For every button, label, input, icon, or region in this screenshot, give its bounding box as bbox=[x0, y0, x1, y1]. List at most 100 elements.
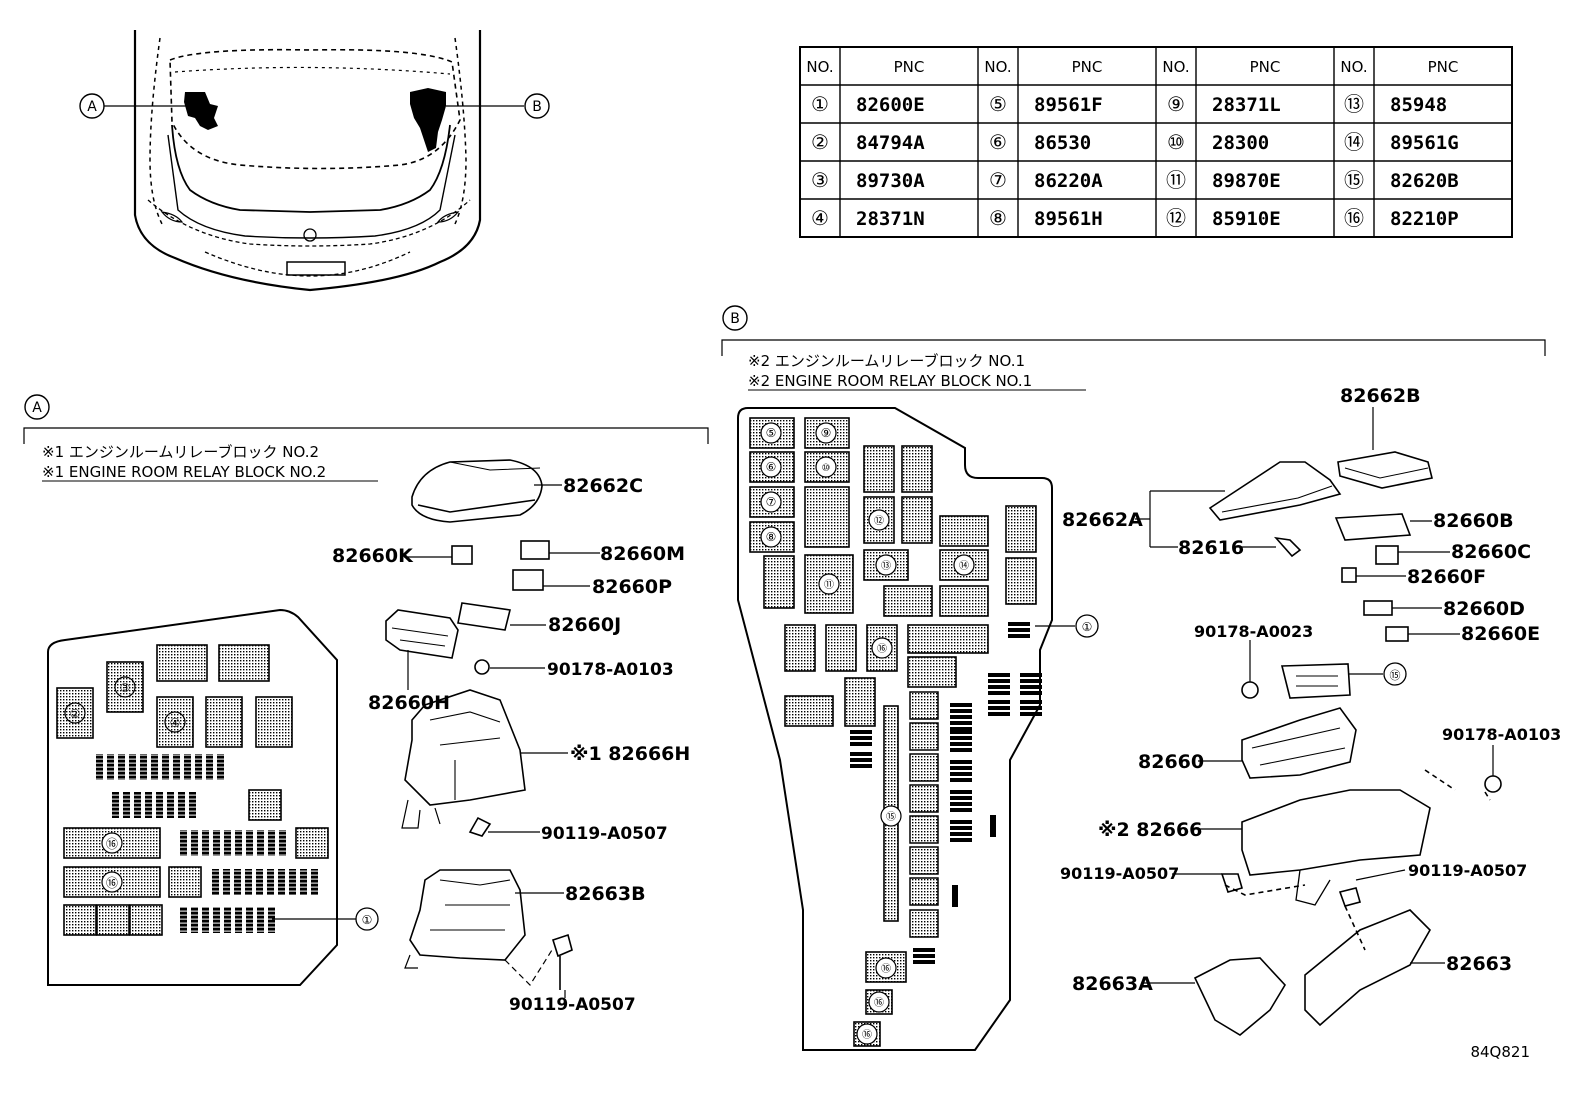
fuse-label-10: ⑩ bbox=[822, 463, 831, 474]
fuse-terminal bbox=[268, 830, 275, 856]
fuse-terminal bbox=[223, 869, 230, 895]
fuse-terminal bbox=[950, 802, 972, 806]
fuse-terminal bbox=[850, 752, 872, 756]
part-82660: 82660 bbox=[1138, 751, 1204, 773]
fuse-row-group-a bbox=[96, 754, 318, 933]
fuse-terminal bbox=[950, 838, 972, 842]
table-pnc-cell: 89730A bbox=[856, 170, 925, 192]
table-header-cell: NO. bbox=[1340, 58, 1367, 76]
part-82660D: 82660D bbox=[1443, 598, 1525, 620]
fuse-terminal bbox=[1020, 706, 1042, 710]
fuse-terminal bbox=[950, 760, 972, 764]
fuse-terminal bbox=[279, 830, 286, 856]
fuse-terminal bbox=[213, 830, 220, 856]
fuse-terminal bbox=[1020, 673, 1042, 677]
table-no-cell: ⑤ bbox=[989, 92, 1007, 116]
fuse-label-2: ② bbox=[70, 707, 81, 721]
part-90119-A0507-c: 90119-A0507 bbox=[1060, 864, 1179, 883]
fuse-terminal bbox=[180, 907, 187, 933]
part-90178-A0103: 90178-A0103 bbox=[547, 660, 674, 680]
fuse-terminal bbox=[278, 869, 285, 895]
fuse-label-16d: ⑯ bbox=[862, 1029, 872, 1041]
fuse-terminal bbox=[850, 736, 872, 740]
section-b-note-jp: ※2 エンジンルームリレーブロック NO.1 bbox=[748, 352, 1025, 370]
table-pnc-cell: 82210P bbox=[1390, 208, 1459, 230]
part-82663B: 82663B bbox=[565, 883, 646, 905]
part-82660K: 82660K bbox=[332, 545, 414, 567]
table-header-cell: PNC bbox=[894, 58, 925, 76]
fuse-terminal bbox=[118, 754, 125, 780]
relay-block-a-location bbox=[184, 92, 218, 130]
fuse-terminal bbox=[123, 792, 130, 818]
part-82662B: 82662B bbox=[1340, 385, 1421, 407]
fuse-label-1: ① bbox=[362, 913, 373, 927]
part-82660H: 82660H bbox=[368, 692, 450, 714]
part-90119-A0507-d: 90119-A0507 bbox=[1408, 861, 1527, 880]
table-no-cell: ⑦ bbox=[989, 168, 1007, 192]
relay-block-no2-outline bbox=[47, 608, 338, 986]
table-no-cell: ⑪ bbox=[1166, 168, 1186, 192]
fuse-terminal bbox=[850, 730, 872, 734]
table-pnc-cell: 89870E bbox=[1212, 170, 1281, 192]
part-82660J: 82660J bbox=[548, 614, 621, 636]
fuse-terminal bbox=[850, 758, 872, 762]
fuse-terminal bbox=[1020, 700, 1042, 704]
fuse-label-13: ⑬ bbox=[881, 560, 891, 572]
relay-slot bbox=[909, 877, 939, 906]
fuse-terminal bbox=[990, 815, 996, 837]
locator-b-label: B bbox=[532, 99, 542, 115]
part-82660B: 82660B bbox=[1433, 510, 1514, 532]
fuse-label-12: ⑫ bbox=[874, 515, 884, 527]
fuse-terminal bbox=[257, 907, 264, 933]
part-82663A: 82663A bbox=[1072, 973, 1153, 995]
table-pnc-cell: 85948 bbox=[1390, 94, 1447, 116]
section-a-note-jp: ※1 エンジンルームリレーブロック NO.2 bbox=[42, 443, 319, 461]
fuse-terminal bbox=[950, 748, 972, 752]
fuse-label-16c: ⑯ bbox=[874, 997, 884, 1009]
fuse-terminal bbox=[257, 830, 264, 856]
fuse-terminal bbox=[1020, 691, 1042, 695]
fuse-terminal bbox=[224, 830, 231, 856]
table-header-cell: NO. bbox=[806, 58, 833, 76]
fuse-terminal bbox=[950, 790, 972, 794]
fuse-terminal bbox=[311, 869, 318, 895]
fuse-label-8: ⑧ bbox=[766, 530, 777, 544]
fuse-terminal bbox=[235, 907, 242, 933]
fuse-terminal bbox=[107, 754, 114, 780]
fuse-terminal bbox=[988, 691, 1010, 695]
fuse-terminal bbox=[988, 700, 1010, 704]
fuse-terminal bbox=[213, 907, 220, 933]
fuse-terminal bbox=[289, 869, 296, 895]
fuse-terminal bbox=[234, 869, 241, 895]
table-no-cell: ⑭ bbox=[1344, 130, 1364, 154]
fuse-terminal bbox=[145, 792, 152, 818]
table-no-cell: ⑨ bbox=[1167, 92, 1185, 116]
fuse-label-4: ④ bbox=[170, 716, 181, 730]
fuse-terminal bbox=[950, 778, 972, 782]
fuse-terminal bbox=[300, 869, 307, 895]
fuse-terminal bbox=[195, 754, 202, 780]
table-pnc-cell: 86530 bbox=[1034, 132, 1091, 154]
part-90119-A0507-b: 90119-A0507 bbox=[509, 995, 636, 1015]
fuse-terminal bbox=[184, 754, 191, 780]
fuse-terminal bbox=[950, 703, 972, 707]
table-no-cell: ⑫ bbox=[1166, 206, 1186, 230]
part-82660E: 82660E bbox=[1461, 623, 1540, 645]
part-82660F: 82660F bbox=[1407, 566, 1486, 588]
fuse-label-9: ⑨ bbox=[821, 426, 832, 440]
fuse-terminal bbox=[950, 808, 972, 812]
fuse-label-16a: ⑯ bbox=[106, 837, 118, 851]
table-pnc-cell: 86220A bbox=[1034, 170, 1103, 192]
fuse-terminal bbox=[151, 754, 158, 780]
fuse-terminal bbox=[950, 826, 972, 830]
fuse-terminal bbox=[988, 679, 1010, 683]
section-b: B ※2 エンジンルームリレーブロック NO.1 ※2 ENGINE ROOM … bbox=[721, 305, 1561, 1051]
fuse-terminal bbox=[950, 727, 972, 731]
table-header-cell: NO. bbox=[1162, 58, 1189, 76]
fuse-label-5: ⑤ bbox=[766, 426, 777, 440]
fuse-terminal bbox=[950, 772, 972, 776]
car-front-view bbox=[133, 30, 482, 292]
part-90178-A0103-b: 90178-A0103 bbox=[1442, 725, 1561, 744]
